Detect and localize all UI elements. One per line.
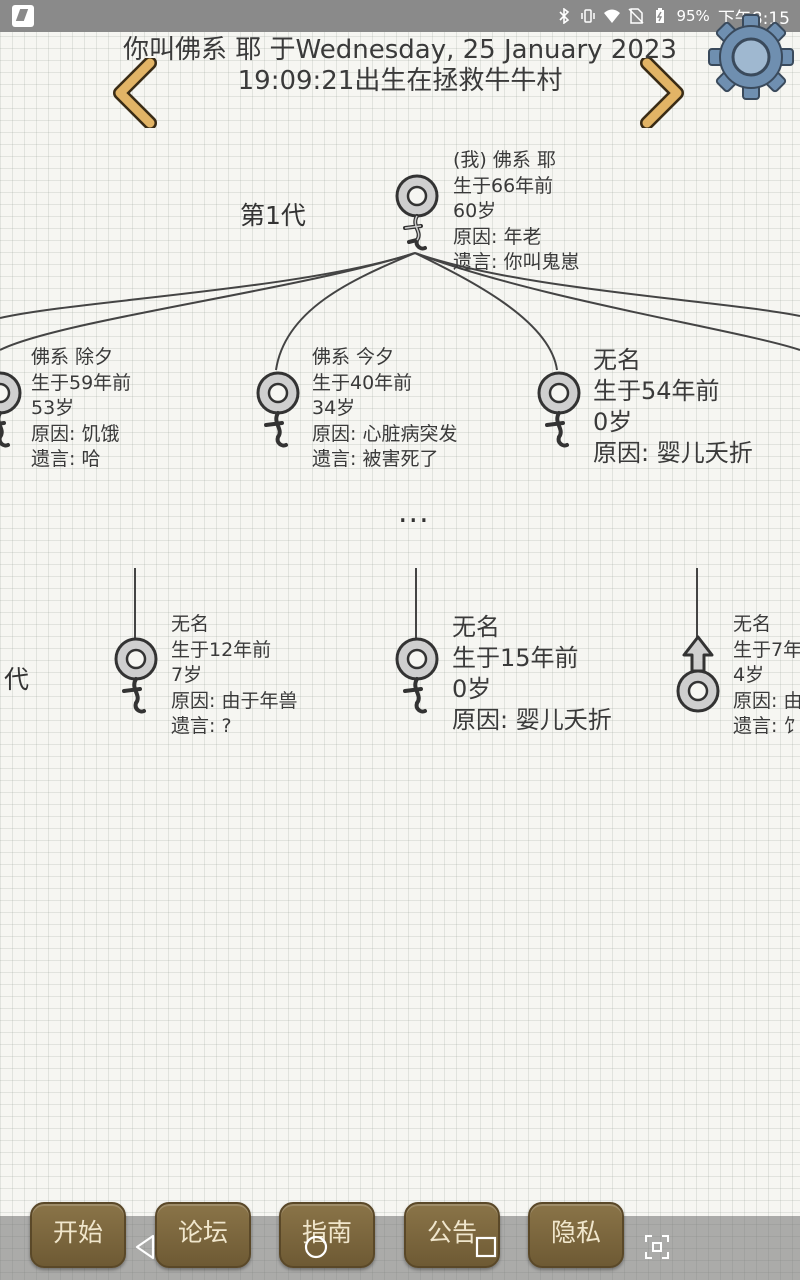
child-2-name: 佛系 今夕 — [312, 346, 395, 368]
descendant-3-name: 无名 — [733, 613, 772, 635]
descendant-3-age: 4岁 — [733, 664, 765, 686]
start-button[interactable]: 开始 — [30, 1202, 126, 1268]
male-symbol-icon[interactable] — [672, 633, 724, 717]
child-3-info: 无名 生于54年前 0岁 原因: 婴儿夭折 — [593, 345, 753, 469]
descendant-3-cause: 原因: 由 — [733, 689, 800, 712]
descendant-1-cause: 原因: 由于年兽 — [171, 689, 298, 712]
descendant-1-name: 无名 — [171, 613, 210, 635]
female-symbol-icon[interactable] — [252, 367, 304, 451]
female-symbol-icon[interactable] — [391, 633, 443, 717]
child-3-cause: 原因: 婴儿夭折 — [593, 439, 753, 467]
announcement-button[interactable]: 公告 — [404, 1202, 500, 1268]
child-1-name: 佛系 除夕 — [31, 346, 114, 368]
parent-link-line — [696, 568, 698, 638]
child-1-age: 53岁 — [31, 397, 75, 419]
generation-gap-ellipsis: ... — [398, 495, 430, 530]
descendant-2-name: 无名 — [452, 613, 500, 641]
child-1-born: 生于59年前 — [31, 371, 132, 394]
generation-label-1: 第1代 — [240, 201, 306, 230]
self-info: (我) 佛系 耶 生于66年前 60岁 原因: 年老 遗言: 你叫鬼崽 — [453, 148, 579, 276]
female-symbol-icon[interactable] — [110, 633, 162, 717]
privacy-button[interactable]: 隐私 — [528, 1202, 624, 1268]
descendant-2-cause: 原因: 婴儿夭折 — [452, 706, 612, 734]
female-symbol-icon[interactable] — [533, 367, 585, 451]
descendant-3-info: 无名 生于7年 4岁 原因: 由 遗言: 饣 — [733, 612, 800, 740]
generation-label-partial: 代 — [4, 665, 30, 694]
home-icon[interactable] — [301, 1232, 331, 1262]
gear-icon[interactable] — [706, 12, 796, 102]
descendant-3-born: 生于7年 — [733, 638, 800, 661]
forum-button[interactable]: 论坛 — [155, 1202, 251, 1268]
self-cause: 原因: 年老 — [453, 225, 542, 248]
female-symbol-icon[interactable] — [391, 170, 443, 254]
descendant-2-born: 生于15年前 — [452, 644, 579, 672]
birth-info-header: 你叫佛系 耶 于Wednesday, 25 January 2023 19:09… — [100, 35, 700, 97]
status-bar: 95% 下午8:15 — [0, 0, 800, 32]
descendant-3-last-words: 遗言: 饣 — [733, 715, 800, 737]
child-3-age: 0岁 — [593, 408, 633, 436]
child-2-last-words: 遗言: 被害死了 — [312, 448, 439, 470]
child-1-last-words: 遗言: 哈 — [31, 448, 101, 470]
descendant-1-age: 7岁 — [171, 664, 203, 686]
child-2-age: 34岁 — [312, 397, 356, 419]
chevron-left-icon[interactable] — [110, 58, 170, 128]
child-3-name: 无名 — [593, 346, 641, 374]
descendant-2-age: 0岁 — [452, 675, 492, 703]
battery-percent: 95% — [676, 7, 710, 25]
child-1-cause: 原因: 饥饿 — [31, 422, 120, 445]
parent-link-line — [134, 568, 136, 638]
recents-icon[interactable] — [471, 1232, 501, 1262]
descendant-1-last-words: 遗言: ? — [171, 715, 232, 737]
descendant-2-info: 无名 生于15年前 0岁 原因: 婴儿夭折 — [452, 612, 612, 736]
app-notification-icon — [12, 5, 34, 27]
self-name: (我) 佛系 耶 — [453, 149, 556, 171]
female-symbol-icon[interactable] — [0, 367, 26, 451]
self-last-words: 遗言: 你叫鬼崽 — [453, 251, 580, 273]
child-2-info: 佛系 今夕 生于40年前 34岁 原因: 心脏病突发 遗言: 被害死了 — [312, 345, 457, 473]
descendant-1-info: 无名 生于12年前 7岁 原因: 由于年兽 遗言: ? — [171, 612, 297, 740]
chevron-right-icon[interactable] — [632, 58, 692, 128]
parent-link-line — [415, 568, 417, 638]
guide-button[interactable]: 指南 — [279, 1202, 375, 1268]
bluetooth-icon — [559, 8, 570, 24]
header-line-1: 你叫佛系 耶 于Wednesday, 25 January 2023 — [123, 35, 677, 65]
battery-icon — [656, 8, 665, 23]
header-line-2: 19:09:21出生在拯救牛牛村 — [237, 66, 563, 96]
back-icon[interactable] — [131, 1232, 161, 1262]
descendant-1-born: 生于12年前 — [171, 638, 272, 661]
system-navigation-bar — [0, 1216, 800, 1280]
child-2-cause: 原因: 心脏病突发 — [312, 422, 458, 445]
child-1-info: 佛系 除夕 生于59年前 53岁 原因: 饥饿 遗言: 哈 — [31, 345, 131, 473]
wifi-icon — [604, 9, 621, 23]
no-sim-icon — [628, 8, 644, 24]
vibrate-icon — [581, 9, 596, 23]
child-2-born: 生于40年前 — [312, 371, 413, 394]
self-age: 60岁 — [453, 200, 497, 222]
screenshot-icon[interactable] — [642, 1232, 672, 1262]
child-3-born: 生于54年前 — [593, 377, 720, 405]
self-born: 生于66年前 — [453, 174, 554, 197]
family-tree-links — [0, 252, 800, 371]
